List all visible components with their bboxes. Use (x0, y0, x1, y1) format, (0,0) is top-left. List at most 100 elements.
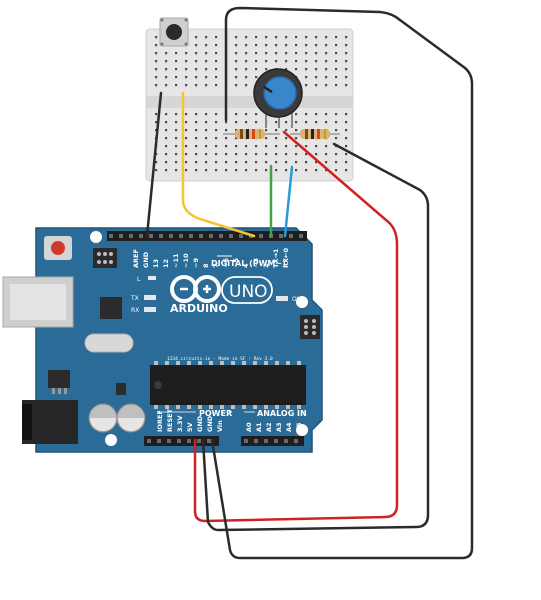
breadboard-hole (205, 76, 208, 79)
breadboard-hole (255, 76, 258, 79)
header-hole (239, 234, 243, 238)
breadboard-hole (325, 52, 328, 55)
breadboard-hole (285, 129, 288, 132)
header-hole (179, 234, 183, 238)
digital-pin-label: 7 (212, 263, 220, 268)
breadboard-hole (325, 113, 328, 116)
breadboard-hole (325, 169, 328, 172)
arduino-board[interactable]: L TX RX ON ARDUINO UNO 1234.circuits.io … (2, 227, 323, 453)
breadboard-hole (305, 36, 308, 39)
breadboard-hole (245, 161, 248, 164)
header-hole (209, 234, 213, 238)
breadboard-hole (185, 137, 188, 140)
breadboard-hole (165, 145, 168, 148)
breadboard-hole (315, 161, 318, 164)
breadboard-hole (285, 169, 288, 172)
breadboard-hole (255, 145, 258, 148)
breadboard-hole (345, 44, 348, 47)
breadboard-hole (205, 169, 208, 172)
wire-black-outer-loop[interactable] (210, 6, 474, 560)
breadboard-hole (205, 84, 208, 87)
breadboard-hole (175, 121, 178, 124)
breadboard-hole (155, 129, 158, 132)
analog-pin-label: A1 (255, 422, 263, 432)
breadboard-hole (265, 137, 268, 140)
breadboard-hole (155, 121, 158, 124)
digital-pin-label: 8 (202, 263, 210, 268)
usb-port[interactable] (2, 276, 74, 328)
header-hole (177, 439, 181, 443)
breadboard-hole (235, 44, 238, 47)
breadboard-hole (175, 52, 178, 55)
pushbutton[interactable] (159, 17, 189, 47)
header-hole (167, 439, 171, 443)
breadboard-hole (205, 161, 208, 164)
breadboard-hole (185, 76, 188, 79)
analog-pin-label: A0 (245, 422, 253, 432)
breadboard[interactable] (145, 28, 354, 182)
breadboard-hole (245, 153, 248, 156)
wire-red-5v-loop[interactable] (193, 130, 399, 523)
breadboard-hole (345, 76, 348, 79)
breadboard-hole (265, 153, 268, 156)
breadboard-hole (245, 76, 248, 79)
breadboard-hole (175, 145, 178, 148)
reset-button[interactable] (44, 236, 72, 260)
breadboard-hole (325, 161, 328, 164)
breadboard-hole (335, 36, 338, 39)
breadboard-hole (185, 121, 188, 124)
breadboard-hole (295, 137, 298, 140)
header-hole (119, 234, 123, 238)
resistor-right[interactable] (290, 129, 340, 139)
breadboard-hole (185, 129, 188, 132)
breadboard-hole (305, 161, 308, 164)
digital-header[interactable] (107, 231, 307, 241)
power-pin-label: 3.3V (176, 415, 184, 432)
header-hole (289, 234, 293, 238)
digital-pin-label: 13 (152, 259, 160, 268)
wire-black-gnd-loop[interactable] (201, 142, 430, 532)
breadboard-hole (165, 161, 168, 164)
breadboard-hole (225, 169, 228, 172)
digital-pin-label: ~9 (192, 258, 200, 268)
breadboard-hole (295, 44, 298, 47)
power-header[interactable] (144, 436, 219, 446)
breadboard-hole (195, 161, 198, 164)
header-hole (169, 234, 173, 238)
breadboard-hole (235, 161, 238, 164)
wire-yellow-button-to-pin4[interactable] (181, 91, 256, 238)
breadboard-hole (225, 145, 228, 148)
breadboard-hole (285, 153, 288, 156)
breadboard-hole (175, 137, 178, 140)
breadboard-hole (195, 153, 198, 156)
breadboard-hole (175, 129, 178, 132)
breadboard-hole (205, 52, 208, 55)
breadboard-hole (235, 52, 238, 55)
breadboard-hole (275, 129, 278, 132)
analog-header[interactable] (241, 436, 304, 446)
breadboard-hole (235, 113, 238, 116)
breadboard-hole (335, 84, 338, 87)
mount-hole (296, 424, 308, 436)
pushbutton-icon (166, 24, 182, 40)
wire-blue-resistor-to-pin2[interactable] (283, 165, 294, 238)
breadboard-hole (325, 76, 328, 79)
icsp-header-top (93, 248, 117, 268)
breadboard-hole (295, 153, 298, 156)
breadboard-hole (215, 153, 218, 156)
breadboard-hole (295, 145, 298, 148)
resistor-left[interactable] (223, 129, 280, 139)
breadboard-hole (195, 129, 198, 132)
header-hole (219, 234, 223, 238)
potentiometer[interactable] (253, 68, 303, 128)
breadboard-hole (215, 137, 218, 140)
breadboard-hole (335, 52, 338, 55)
dc-jack[interactable] (22, 400, 78, 444)
wire-black-gnd-to-button[interactable] (145, 91, 163, 238)
breadboard-hole (265, 36, 268, 39)
breadboard-hole (345, 137, 348, 140)
digital-pin-label: 12 (162, 259, 170, 268)
breadboard-hole (325, 121, 328, 124)
breadboard-hole (325, 153, 328, 156)
breadboard-hole (185, 169, 188, 172)
